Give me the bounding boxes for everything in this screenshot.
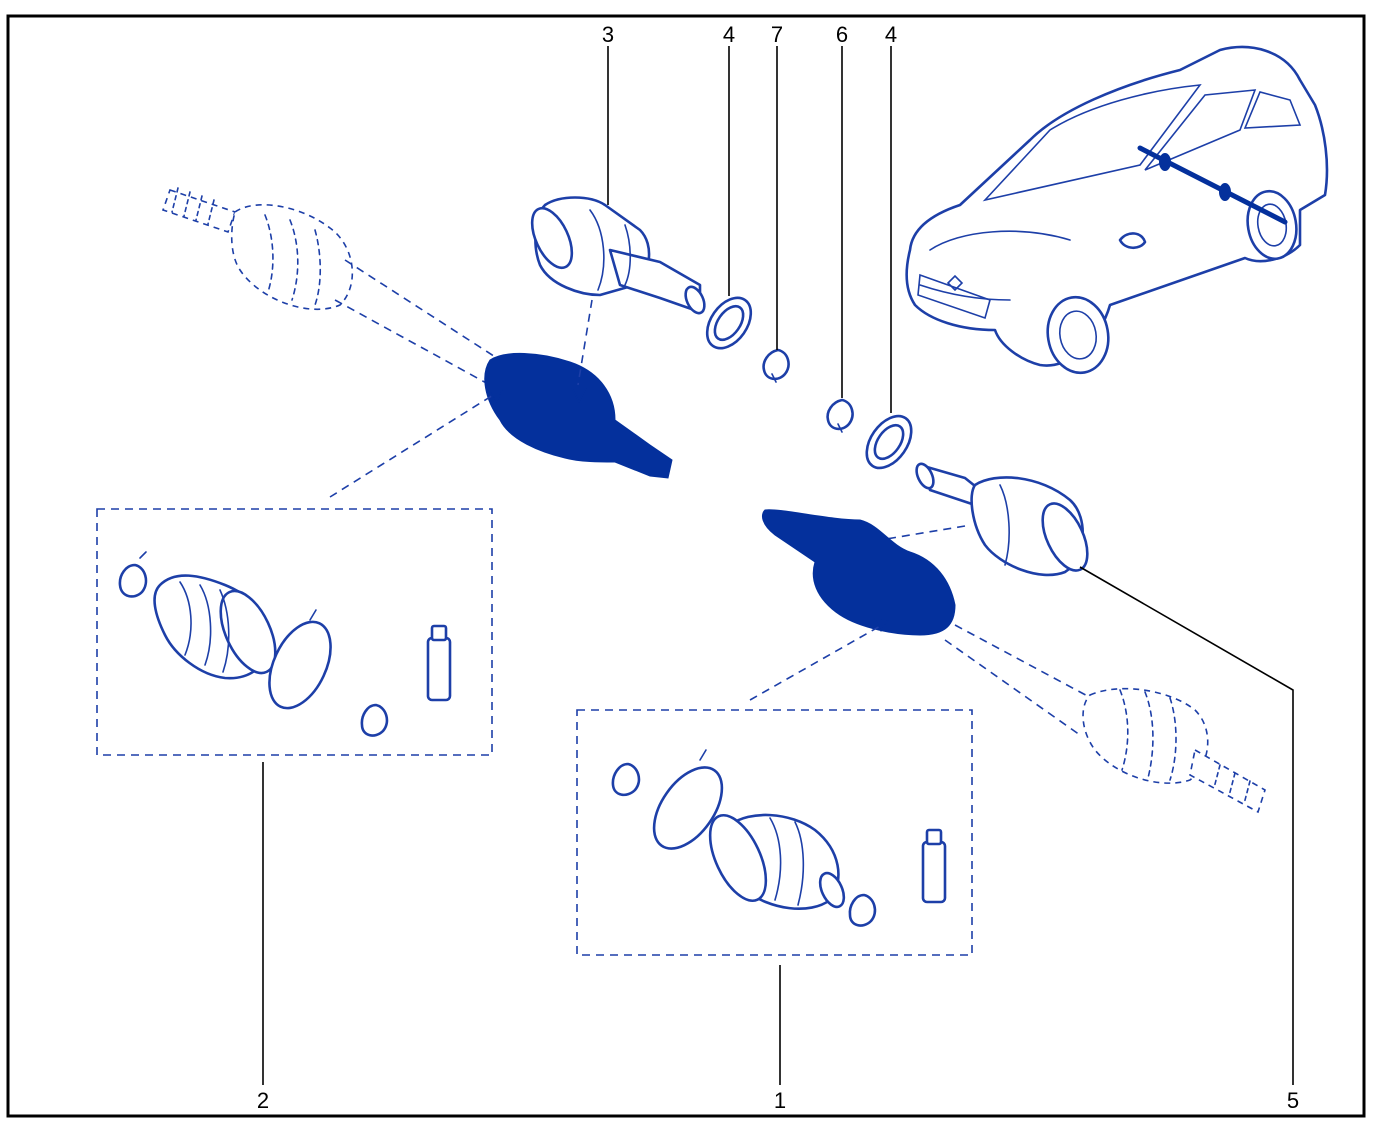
callout-leaders — [262, 46, 1294, 1085]
cv-joint-part-3 — [530, 196, 706, 315]
callout-6: 6 — [836, 22, 848, 47]
circlip-part-7 — [762, 348, 790, 383]
diagram-frame — [6, 14, 1366, 1118]
callout-1: 1 — [774, 1088, 786, 1113]
cv-joint-part-5 — [915, 462, 1089, 577]
right-driveshaft-ghost — [944, 624, 1266, 814]
callout-3: 3 — [602, 22, 614, 47]
callout-4-upper: 4 — [723, 22, 735, 47]
left-driveshaft-ghost — [161, 187, 501, 386]
part-5-to-joint-arrow — [879, 525, 966, 541]
circlip-part-6 — [826, 398, 854, 433]
boot-kit-part-1 — [576, 618, 973, 956]
callout-5: 5 — [1287, 1088, 1299, 1113]
callout-4-lower: 4 — [885, 22, 897, 47]
callout-2: 2 — [257, 1088, 269, 1113]
seal-ring-part-4-lower — [865, 414, 913, 470]
callout-7: 7 — [771, 22, 783, 47]
seal-ring-part-4-upper — [705, 296, 753, 350]
part-3-to-joint-arrow — [577, 299, 593, 386]
vehicle-illustration — [905, 45, 1329, 375]
right-inner-joint-silhouette — [762, 509, 956, 636]
left-inner-joint-silhouette — [484, 353, 673, 479]
boot-kit-part-2 — [96, 389, 503, 756]
